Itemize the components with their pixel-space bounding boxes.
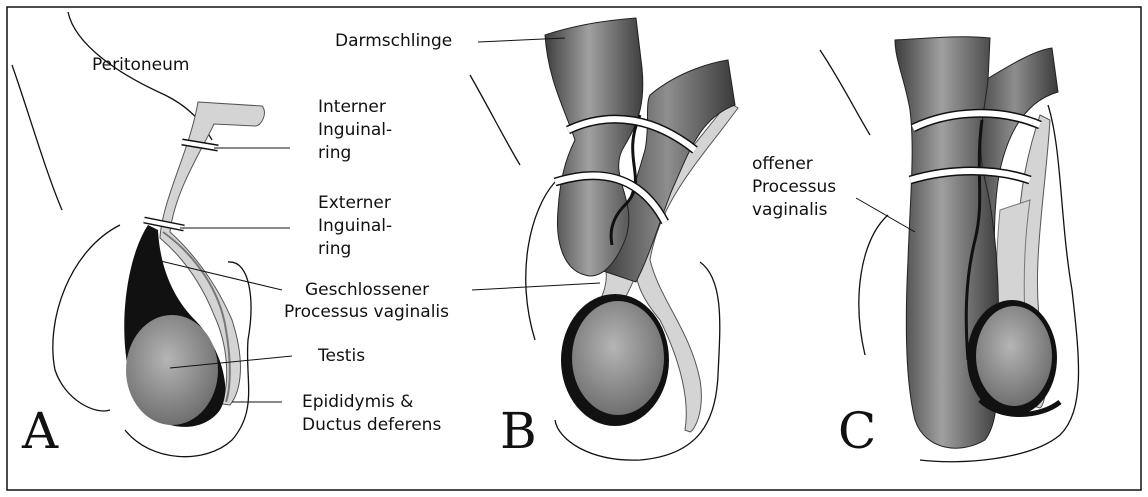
panel-letter-b: B [500,402,537,460]
label-internal-ring-2: Inguinal- [318,120,392,140]
panel-a [12,12,264,457]
testis [126,315,218,425]
label-peritoneum: Peritoneum [92,55,189,75]
label-open-pv-2: Processus [752,177,836,197]
panel-b [470,18,738,460]
thigh-outline-b [526,182,555,340]
label-bowel-loop: Darmschlinge [335,31,452,51]
label-closed-pv-1: Geschlossener [305,280,429,300]
testis-b [572,301,664,415]
leader-closed-pv-b [472,283,600,290]
label-external-ring-3: ring [318,239,351,259]
label-internal-ring-3: ring [318,143,351,163]
testis-c [976,306,1052,406]
thigh-outline [53,225,120,411]
label-internal-ring-1: Interner [318,97,386,117]
label-open-pv-1: offener [752,154,813,174]
body-wall-line [12,65,62,210]
thigh-outline-c [859,215,888,355]
label-epididymis-1: Epididymis & [302,392,413,412]
label-closed-pv-2: Processus vaginalis [284,302,449,322]
label-testis: Testis [317,346,365,366]
body-wall-line-c [820,50,870,135]
label-epididymis-2: Ductus deferens [302,415,441,435]
label-open-pv-3: vaginalis [752,200,828,220]
panel-c [820,37,1079,462]
label-external-ring-1: Externer [318,193,391,213]
leader-open-pv [856,198,915,232]
panel-letter-a: A [21,402,59,460]
body-wall-line-b [470,75,520,165]
label-external-ring-2: Inguinal- [318,216,392,236]
peritoneum-line [68,12,212,140]
panel-letter-c: C [838,402,876,460]
